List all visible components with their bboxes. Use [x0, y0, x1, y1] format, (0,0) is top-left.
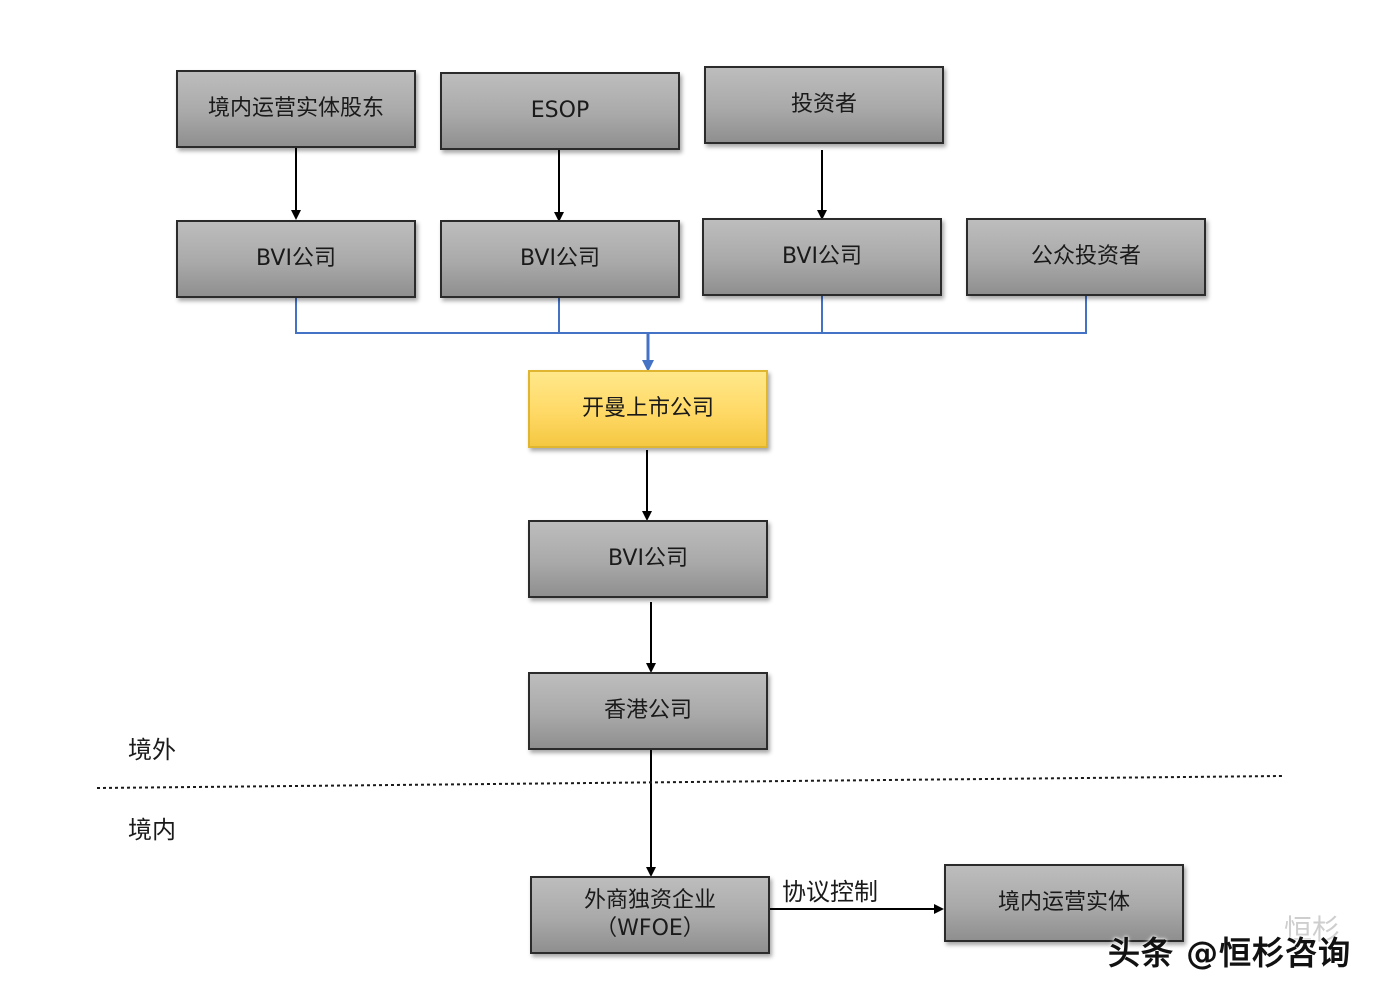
node-public-investors: 公众投资者	[966, 218, 1206, 296]
node-domestic-entity: 境内运营实体	[944, 864, 1184, 942]
node-public-investors-label: 公众投资者	[1030, 244, 1141, 269]
node-bvi-1-label: BVI公司	[256, 246, 336, 271]
node-wfoe: 外商独资企业 （WFOE）	[530, 876, 770, 954]
node-bvi-3: BVI公司	[702, 218, 942, 296]
node-investors-label: 投资者	[790, 92, 857, 117]
node-bvi-2-label: BVI公司	[520, 246, 600, 271]
node-bvi-2: BVI公司	[440, 220, 680, 298]
node-shareholders-label: 境内运营实体股东	[207, 96, 384, 121]
watermark-faded: 恒杉	[1284, 913, 1341, 946]
node-listed-company-label: 开曼上市公司	[581, 396, 714, 421]
node-esop-label: ESOP	[530, 98, 590, 123]
node-wfoe-label: 外商独资企业	[583, 888, 716, 913]
node-esop: ESOP	[440, 72, 680, 150]
node-domestic-entity-label: 境内运营实体	[997, 890, 1130, 915]
node-shareholders: 境内运营实体股东	[176, 70, 416, 148]
watermark: 头条 @恒杉咨询	[1108, 934, 1352, 972]
node-investors: 投资者	[704, 66, 944, 144]
node-listed-company: 开曼上市公司	[528, 370, 768, 448]
node-bvi-3-label: BVI公司	[782, 244, 862, 269]
node-bvi-sub: BVI公司	[528, 520, 768, 598]
blue-connector	[295, 295, 1087, 372]
region-offshore-label: 境外	[128, 736, 176, 764]
node-bvi-1: BVI公司	[176, 220, 416, 298]
node-bvi-sub-label: BVI公司	[608, 546, 688, 571]
node-wfoe-sublabel: （WFOE）	[595, 916, 705, 941]
node-hk-company-label: 香港公司	[603, 698, 692, 723]
edge-label-vie-control: 协议控制	[782, 878, 878, 906]
node-hk-company: 香港公司	[528, 672, 768, 750]
border-divider	[96, 775, 1283, 789]
region-onshore-label: 境内	[128, 816, 176, 844]
